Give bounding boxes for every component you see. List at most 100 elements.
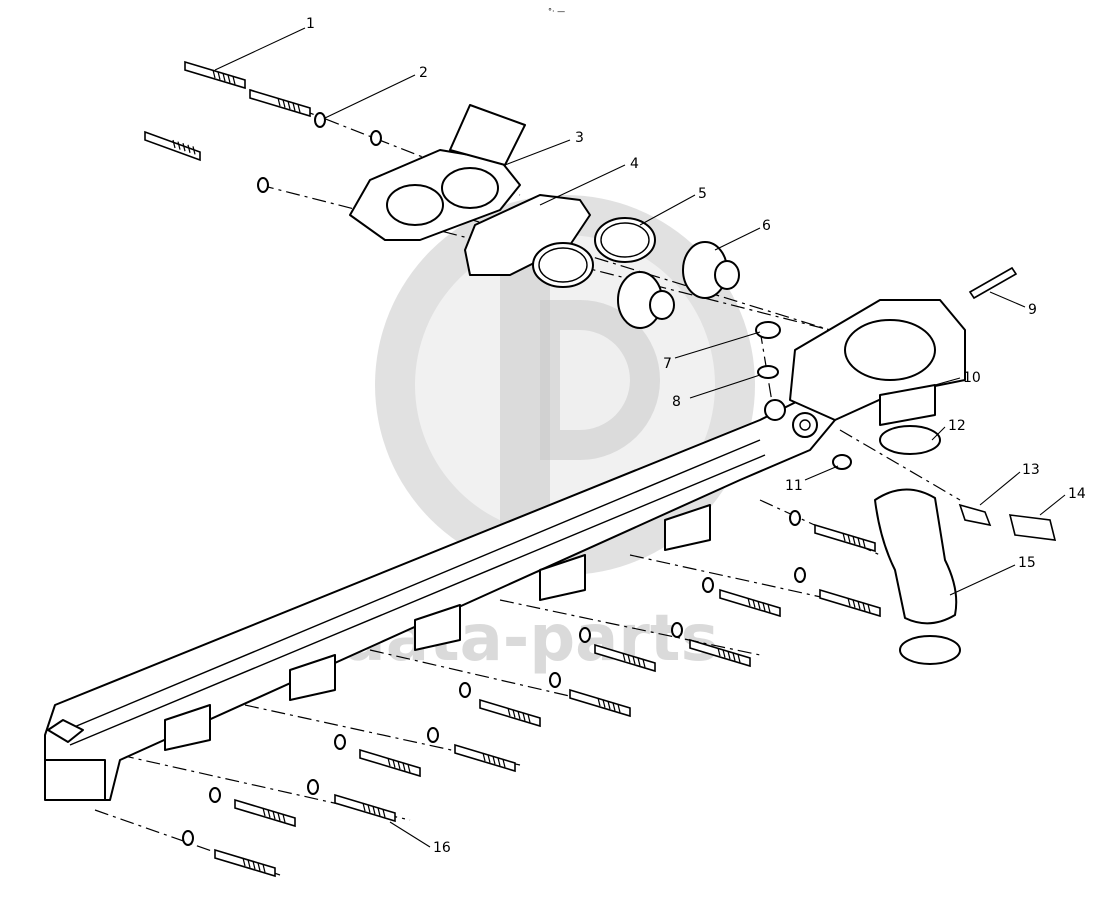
callout-15: 15 xyxy=(1018,555,1036,571)
bolt-thread-mark xyxy=(637,657,641,666)
bolt-thread-mark xyxy=(407,764,411,773)
bolt-thread-mark xyxy=(507,707,511,717)
bolt-thread-mark xyxy=(182,143,186,152)
bolt-thread-mark xyxy=(522,712,526,721)
bolt-thread-mark xyxy=(392,759,396,768)
bolt-thread-mark xyxy=(257,862,261,871)
bolt-thread-mark xyxy=(857,601,861,610)
bolt-thread-mark xyxy=(492,756,496,765)
callout-6: 6 xyxy=(762,218,771,234)
bolt-thread-mark xyxy=(527,714,531,723)
bolt-thread-mark xyxy=(602,699,606,708)
bolt-thread-mark xyxy=(267,809,271,818)
bolt-thread-mark xyxy=(362,802,366,812)
callout-labels: 1 2 3 4 5 6 7 8 9 10 12 11 13 14 15 16 xyxy=(306,16,1086,856)
thermostat-housing xyxy=(764,299,966,438)
callout-8: 8 xyxy=(672,394,681,410)
plug-and-washer xyxy=(755,321,781,379)
callout-7: 7 xyxy=(663,356,672,372)
bolt-thread-mark xyxy=(842,532,846,542)
bolt-thread-mark xyxy=(512,709,516,718)
bolt-thread-mark xyxy=(287,101,291,110)
bolt-thread-mark xyxy=(487,754,491,763)
callout-13: 13 xyxy=(1022,462,1040,478)
bolt-thread-mark xyxy=(717,647,721,657)
bolt-thread-mark xyxy=(217,71,221,80)
bolt-thread-mark xyxy=(372,806,376,815)
bolt-thread-mark xyxy=(242,857,246,867)
bolt-thread-mark xyxy=(727,651,731,660)
bolt-thread-mark xyxy=(227,74,231,83)
bolt-thread-mark xyxy=(277,97,281,107)
bolt-thread-mark xyxy=(852,536,856,545)
bolt-thread-mark xyxy=(262,807,266,817)
callout-9: 9 xyxy=(1028,302,1037,318)
bolt-thread-mark xyxy=(247,859,251,868)
bolt-thread-mark xyxy=(607,701,611,710)
bolt-thread-mark xyxy=(857,537,861,546)
callout-5: 5 xyxy=(698,186,707,202)
bolt-thread-mark xyxy=(402,762,406,771)
bolt-thread-mark xyxy=(397,761,401,770)
header-mark: °· — xyxy=(548,7,565,16)
bolt-thread-mark xyxy=(767,604,771,613)
bolt-thread-mark xyxy=(272,811,276,820)
bolt-thread-mark xyxy=(747,597,751,607)
callout-12: 12 xyxy=(948,418,966,434)
bolt-thread-mark xyxy=(847,597,851,607)
sealing-ring xyxy=(832,454,852,470)
sensor-and-connector xyxy=(958,503,1057,541)
bolt-thread-mark xyxy=(497,757,501,766)
bolt-thread-mark xyxy=(627,654,631,663)
bolt-thread-mark xyxy=(732,652,736,661)
bolt-thread-mark xyxy=(852,599,856,608)
bolt-thread-mark xyxy=(172,139,176,149)
bolt-thread-mark xyxy=(252,861,256,870)
hose xyxy=(874,488,958,625)
manifold-body xyxy=(44,399,836,801)
bolt-thread-mark xyxy=(292,102,296,111)
water-outlet-housing xyxy=(349,104,526,241)
bolt-thread-mark xyxy=(282,99,286,108)
callout-16: 16 xyxy=(433,840,451,856)
bolt-thread-mark xyxy=(282,814,286,823)
bolt-thread-mark xyxy=(642,659,646,668)
callout-10: 10 xyxy=(963,370,981,386)
bolt-thread-mark xyxy=(757,601,761,610)
bolt-thread-mark xyxy=(867,604,871,613)
bolt-thread-mark xyxy=(597,697,601,707)
bolt-thread-mark xyxy=(277,812,281,821)
bolt-thread-mark xyxy=(232,76,236,85)
sensor-pin xyxy=(968,266,1018,300)
washers xyxy=(182,112,806,846)
callout-1: 1 xyxy=(306,16,315,32)
bolt-thread-mark xyxy=(517,711,521,720)
bolt-thread-mark xyxy=(502,759,506,768)
bolt-thread-mark xyxy=(612,702,616,711)
bolt-thread-mark xyxy=(297,104,301,113)
bolt-thread-mark xyxy=(177,141,181,150)
gasket xyxy=(464,194,591,276)
manifold-flanges xyxy=(164,504,711,751)
o-rings xyxy=(532,217,656,288)
bolt-thread-mark xyxy=(632,656,636,665)
thermostats xyxy=(617,241,740,329)
callout-14: 14 xyxy=(1068,486,1086,502)
bolt-thread-mark xyxy=(862,539,866,548)
bolt-thread-mark xyxy=(622,652,626,662)
bolt-thread-mark xyxy=(737,654,741,663)
bolt-thread-mark xyxy=(192,146,196,155)
bolt-thread-mark xyxy=(847,534,851,543)
bolt-thread-mark xyxy=(222,73,226,82)
bolt-thread-mark xyxy=(482,752,486,762)
callout-11: 11 xyxy=(785,478,803,494)
bolt-thread-mark xyxy=(752,599,756,608)
bolt-thread-mark xyxy=(722,649,726,658)
leader-lines xyxy=(214,27,1066,848)
bolt-thread-mark xyxy=(367,804,371,813)
bolt-thread-mark xyxy=(377,807,381,816)
bolt-thread-mark xyxy=(262,864,266,873)
bolt-thread-mark xyxy=(212,69,216,79)
